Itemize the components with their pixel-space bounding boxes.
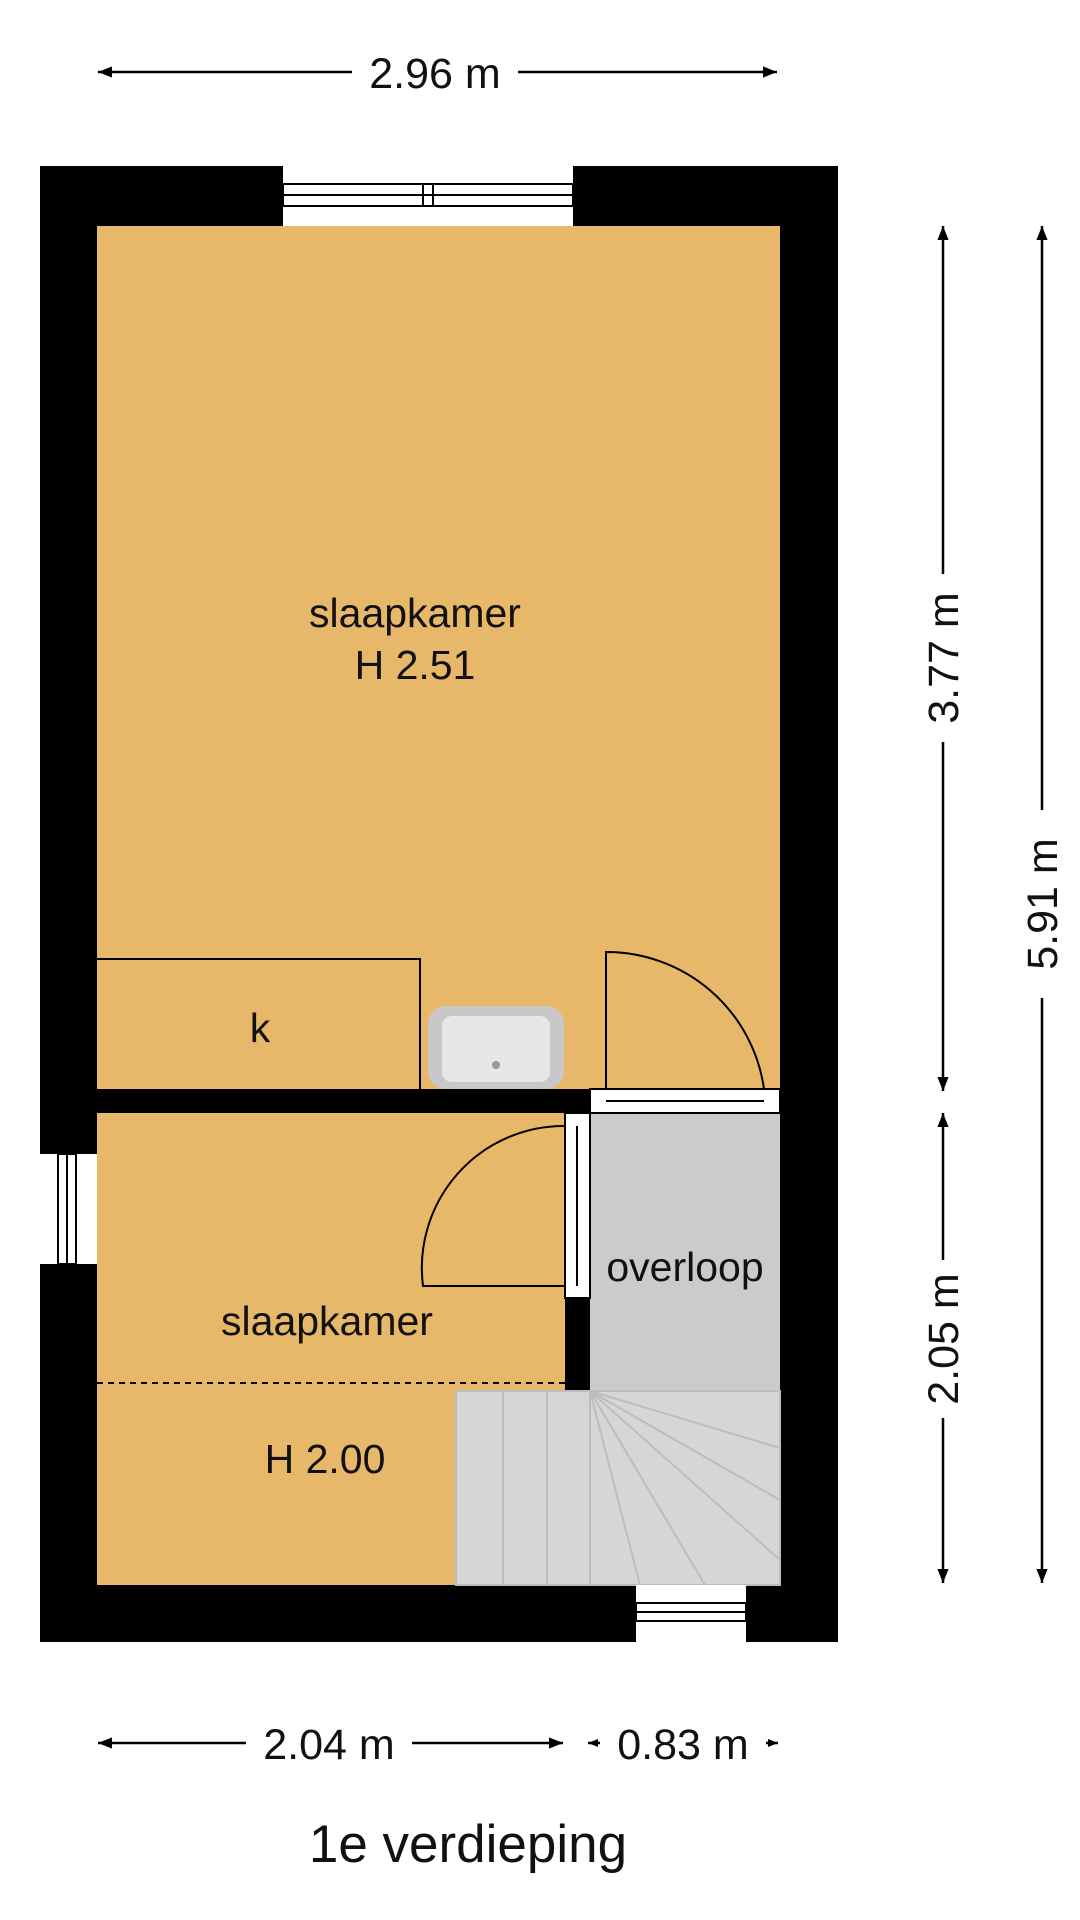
dimension-right-lower-label: 2.05 m xyxy=(920,1273,968,1404)
dimension-bottom-right-label: 0.83 m xyxy=(617,1721,748,1769)
staircase xyxy=(455,1390,781,1586)
sink-icon xyxy=(428,1006,564,1089)
bedroom-small-label: slaapkamer xyxy=(221,1298,433,1344)
bedroom-small-height: H 2.00 xyxy=(265,1436,386,1482)
landing-label: overloop xyxy=(606,1244,763,1290)
dimension-right-total-label: 5.91 m xyxy=(1019,838,1067,969)
dimension-right-upper-label: 3.77 m xyxy=(920,592,968,723)
bedroom-main-label: slaapkamer xyxy=(309,590,521,636)
closet-label: k xyxy=(250,1005,271,1051)
closet-outline xyxy=(97,958,421,1089)
door-swing-main-bedroom xyxy=(605,950,765,1090)
dimension-bottom: 2.04 m 0.83 m xyxy=(98,1721,778,1769)
door-swing-small-bedroom xyxy=(420,1124,566,1287)
bedroom-main-height: H 2.51 xyxy=(355,642,476,688)
dimension-top: 2.96 m xyxy=(98,50,777,98)
floor-bedroom-main xyxy=(97,226,780,1089)
wall-landing-divider xyxy=(565,1298,590,1390)
dimension-right-total: 5.91 m xyxy=(1019,226,1067,1583)
dimension-top-label: 2.96 m xyxy=(369,50,500,98)
floor-title: 1e verdieping xyxy=(309,1815,627,1874)
window-left xyxy=(40,1153,97,1265)
doorway-small-bedroom xyxy=(564,1112,591,1299)
floor-landing xyxy=(590,1113,780,1391)
window-top xyxy=(282,166,574,226)
inner-wall-horizontal xyxy=(97,1089,590,1113)
doorway-landing-bedroom xyxy=(589,1088,781,1114)
dimension-right-sections: 3.77 m 2.05 m xyxy=(920,226,968,1583)
dimension-bottom-left-label: 2.04 m xyxy=(263,1721,394,1769)
window-bottom xyxy=(635,1585,747,1642)
